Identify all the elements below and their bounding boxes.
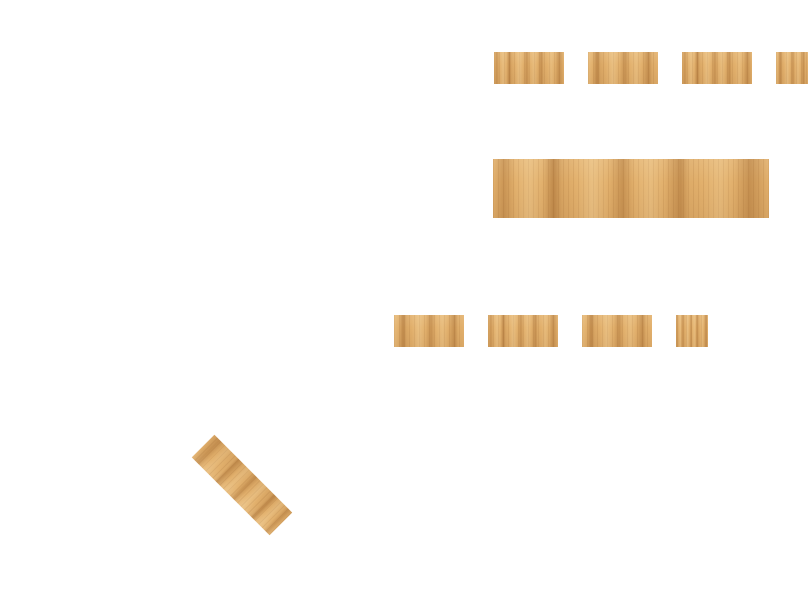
wood-plank[interactable] [394, 315, 464, 347]
wood-plank-tilted[interactable] [191, 434, 293, 536]
wood-plank[interactable] [676, 315, 708, 347]
wood-plank[interactable] [682, 52, 752, 84]
wood-plank-wide[interactable] [493, 159, 769, 218]
wood-plank[interactable] [494, 52, 564, 84]
wood-plank[interactable] [776, 52, 808, 84]
wood-plank[interactable] [488, 315, 558, 347]
wood-plank[interactable] [588, 52, 658, 84]
wood-plank[interactable] [582, 315, 652, 347]
